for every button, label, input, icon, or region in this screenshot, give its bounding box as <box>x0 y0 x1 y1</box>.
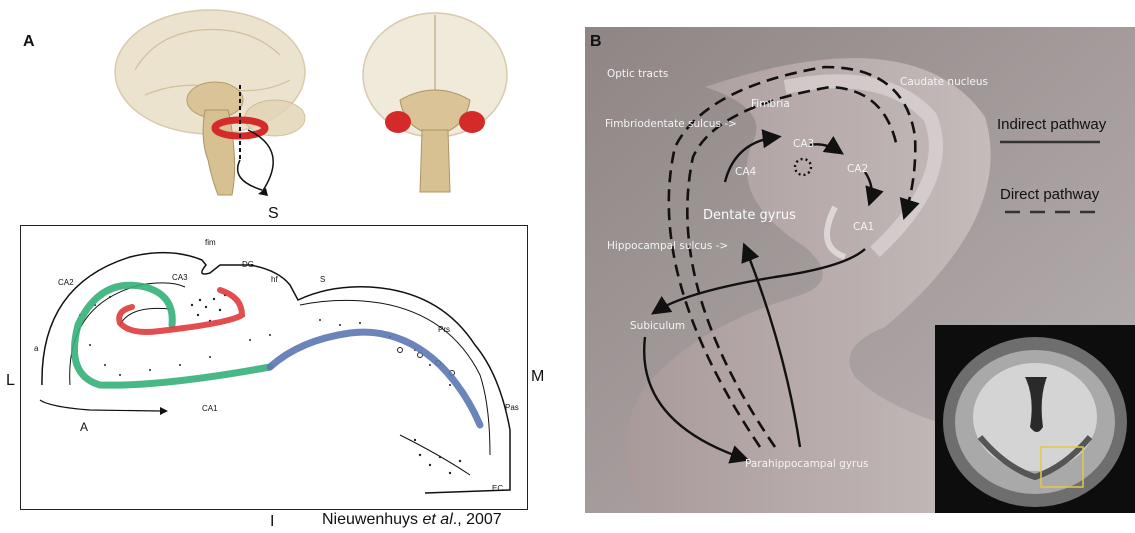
label-prs: Prs <box>438 325 450 334</box>
label-a-small: a <box>34 344 39 353</box>
label-ca1: CA1 <box>202 404 218 413</box>
brain-3d-renderings <box>100 0 540 210</box>
mri-inset <box>935 325 1135 513</box>
hippocampus-section-diagram: fim CA3 DG hf S CA2 a Prs Pas CA1 A EC <box>20 225 528 510</box>
orientation-lateral-label: L <box>6 372 15 390</box>
label-fimbria: Fimbria <box>751 98 790 110</box>
label-ca3: CA3 <box>793 138 814 150</box>
citation-year: ., 2007 <box>453 511 502 528</box>
pathway-svg: Optic tracts Caudate nucleus Fimbria Fim… <box>585 27 1135 513</box>
label-ca3: CA3 <box>172 273 188 282</box>
label-caudate-nucleus: Caudate nucleus <box>900 76 988 88</box>
label-optic-tracts: Optic tracts <box>607 68 668 80</box>
label-hippocampal-sulcus: Hippocampal sulcus -> <box>607 240 728 252</box>
orientation-medial-label: M <box>531 368 544 386</box>
citation-author: Nieuwenhuys <box>322 511 423 528</box>
label-ca2: CA2 <box>58 278 74 287</box>
legend-direct-label: Direct pathway <box>1000 186 1100 203</box>
label-ca2: CA2 <box>847 163 868 175</box>
coronal-brain-view <box>363 13 507 192</box>
label-s: S <box>320 275 325 284</box>
hippocampus-pathway-illustration: Optic tracts Caudate nucleus Fimbria Fim… <box>585 27 1135 513</box>
label-dg: DG <box>242 260 254 269</box>
orientation-inferior-label: I <box>270 513 274 531</box>
panel-a-label: A <box>23 33 35 51</box>
citation-etal: et al <box>423 511 453 528</box>
label-fimbriodentate-sulcus: Fimbriodentate sulcus -> <box>605 118 737 130</box>
label-a-arrow: A <box>80 420 88 434</box>
label-ec: EC <box>492 484 503 493</box>
label-ca4: CA4 <box>735 166 757 178</box>
panel-b-label: B <box>590 33 602 51</box>
sagittal-brain-view <box>115 10 305 196</box>
legend-indirect-label: Indirect pathway <box>997 116 1107 133</box>
label-subiculum: Subiculum <box>630 320 685 332</box>
label-parahippocampal-gyrus: Parahippocampal gyrus <box>745 458 868 470</box>
label-ca1: CA1 <box>853 221 874 233</box>
orientation-superior-label: S <box>268 205 279 223</box>
label-pas: Pas <box>505 403 519 412</box>
label-fim: fim <box>205 238 216 247</box>
label-dentate-gyrus: Dentate gyrus <box>703 208 796 223</box>
label-hf: hf <box>271 275 278 284</box>
citation: Nieuwenhuys et al., 2007 <box>322 511 502 529</box>
